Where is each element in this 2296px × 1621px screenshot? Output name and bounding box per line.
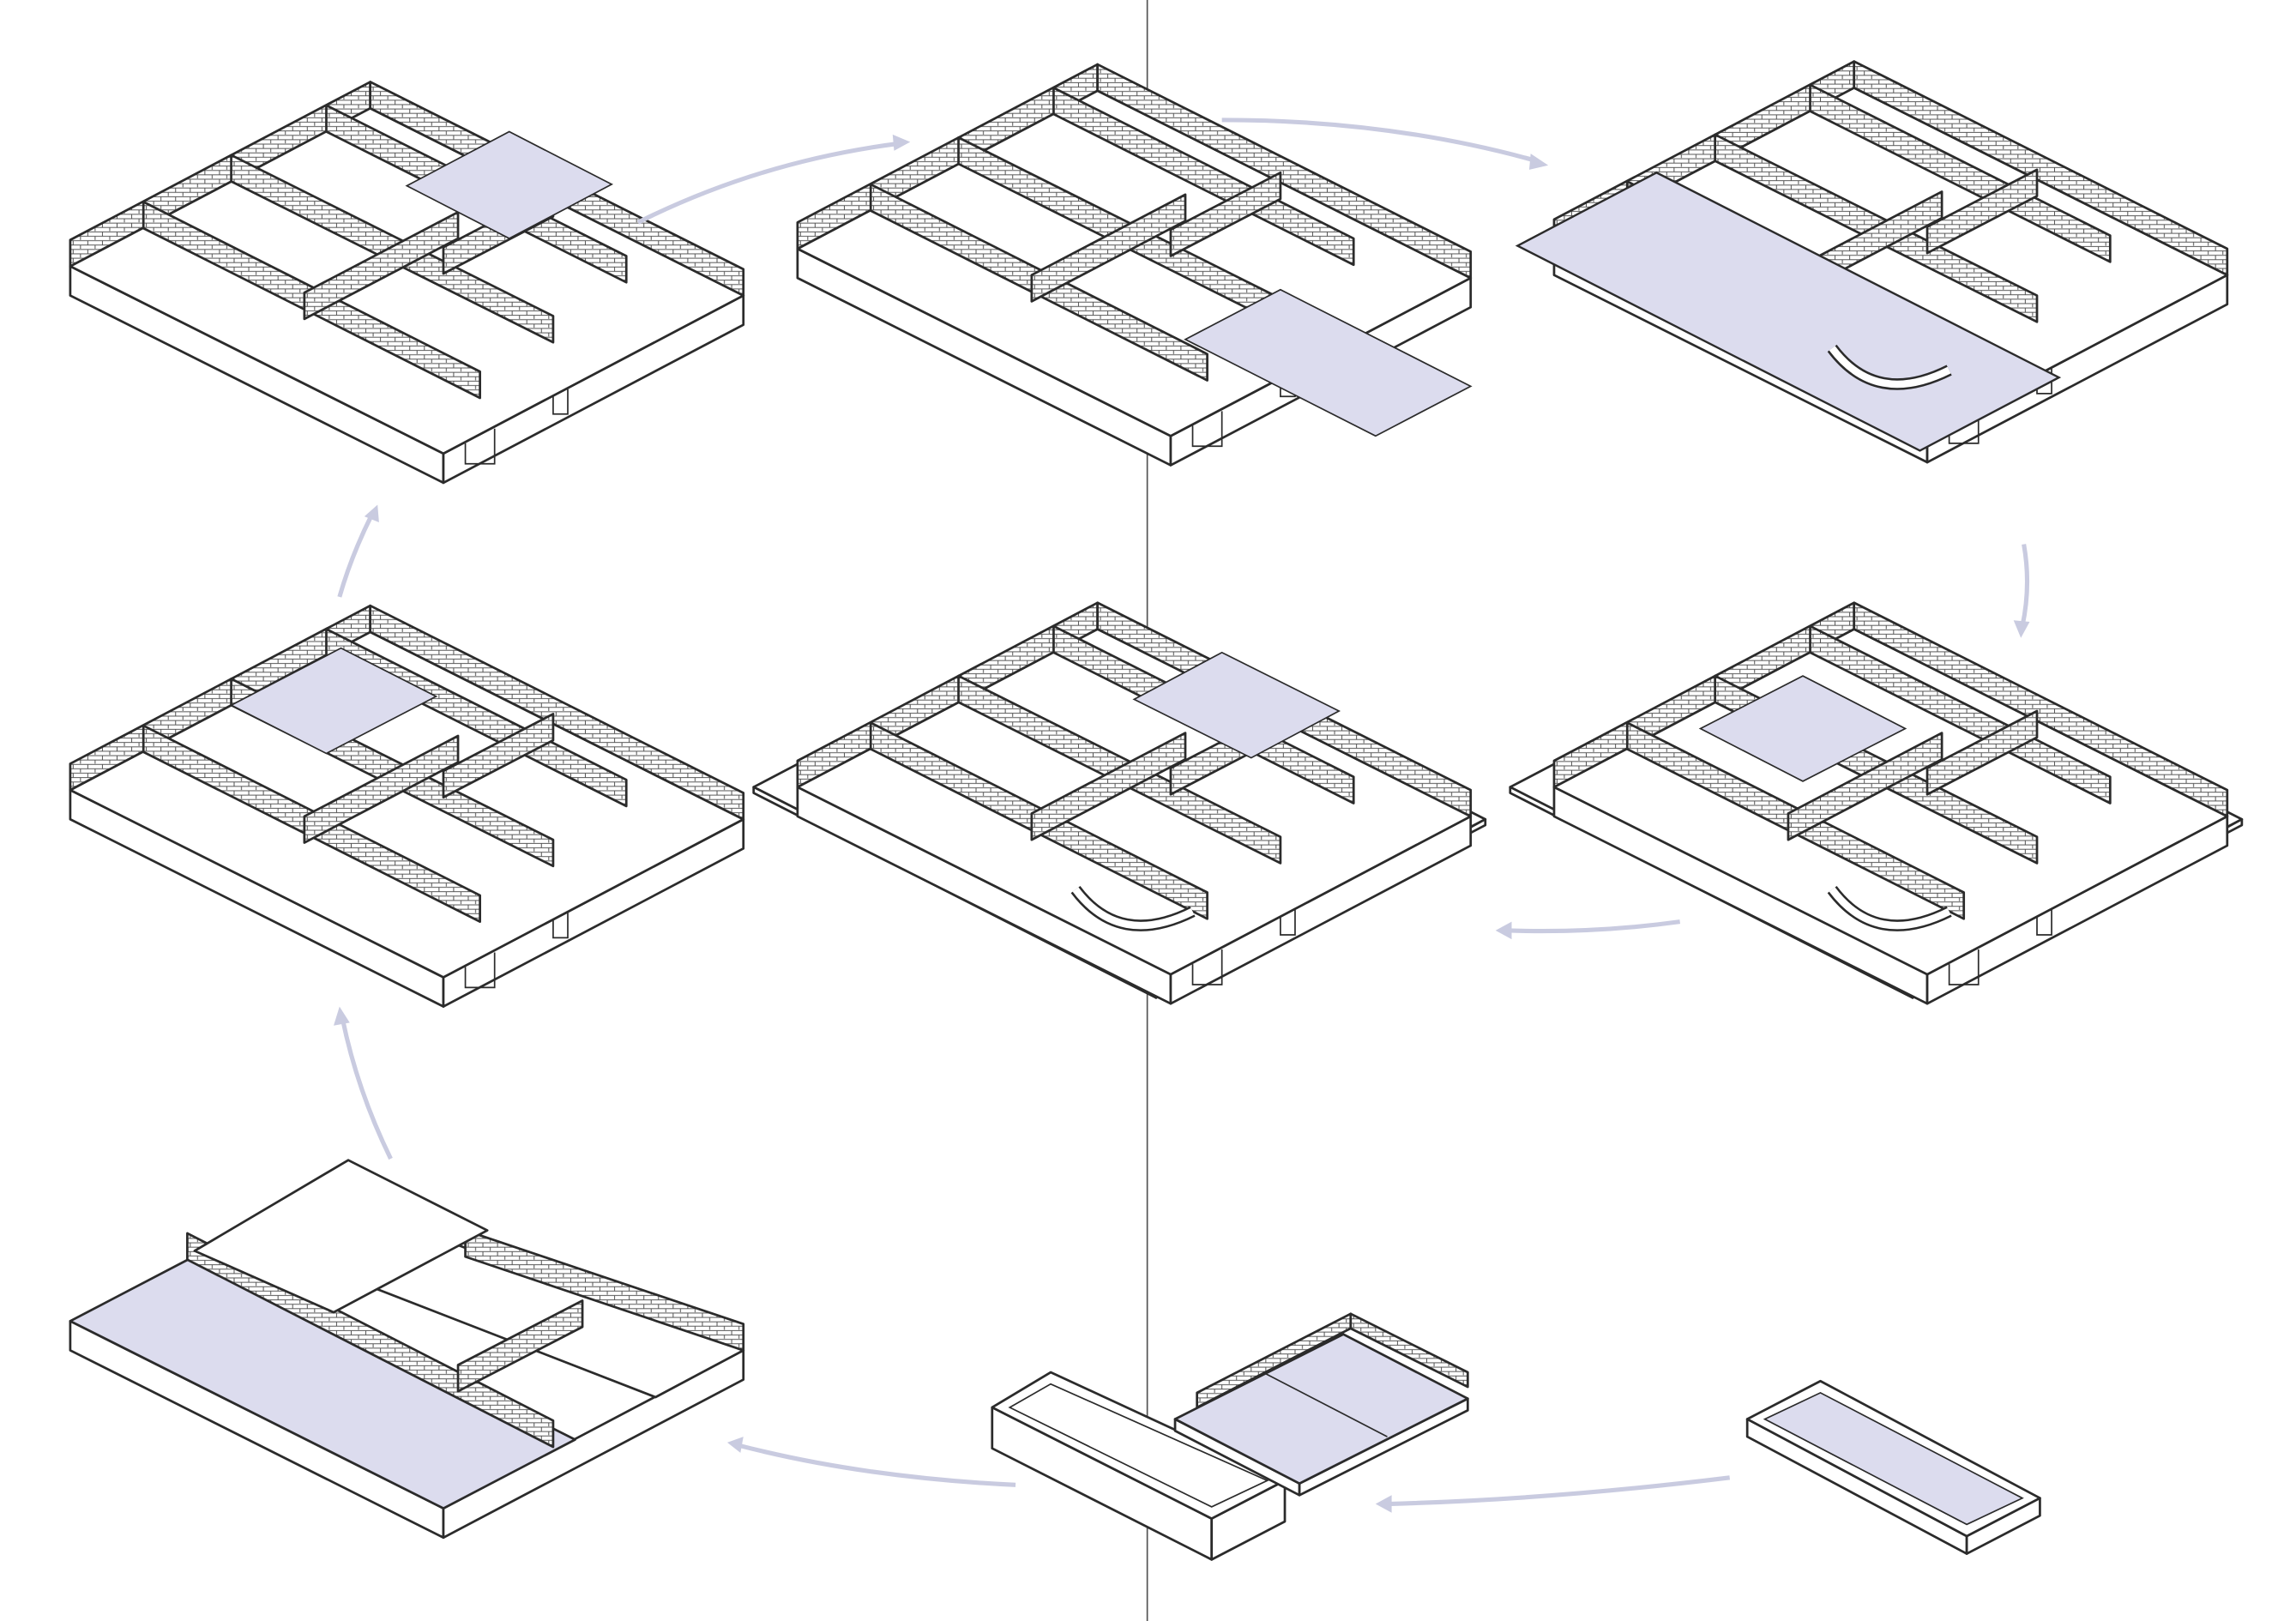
stage-top-right bbox=[1515, 60, 2229, 464]
upper-floor-plate bbox=[193, 1159, 489, 1314]
arrow-h bbox=[1375, 1475, 1731, 1513]
stage-bottom-left bbox=[69, 1159, 745, 1540]
arrow-e bbox=[337, 504, 379, 598]
highlight-floor bbox=[405, 130, 614, 240]
stage-middle-center bbox=[752, 601, 1487, 1005]
stage-top-left bbox=[69, 81, 745, 485]
stage-top-center bbox=[796, 63, 1473, 467]
stage-bottom-box-empty bbox=[991, 1371, 1287, 1561]
highlight-floor bbox=[1184, 288, 1473, 437]
stage-middle-left bbox=[69, 604, 745, 1008]
arrow-f bbox=[334, 1006, 393, 1160]
arrow-g bbox=[726, 1437, 1016, 1487]
arrow-b bbox=[1221, 118, 1549, 170]
arrow-d bbox=[1495, 919, 1681, 940]
stage-bottom-box-pool bbox=[1745, 1379, 2041, 1555]
stage-bottom-box-courtyard bbox=[1173, 1312, 1469, 1497]
highlight-floor bbox=[229, 647, 438, 755]
stage-middle-right bbox=[1509, 601, 2244, 1005]
arrow-a bbox=[636, 134, 911, 225]
highlight-floor bbox=[1698, 675, 1907, 782]
highlight-floor bbox=[1132, 651, 1341, 759]
arrow-c bbox=[2013, 544, 2030, 638]
